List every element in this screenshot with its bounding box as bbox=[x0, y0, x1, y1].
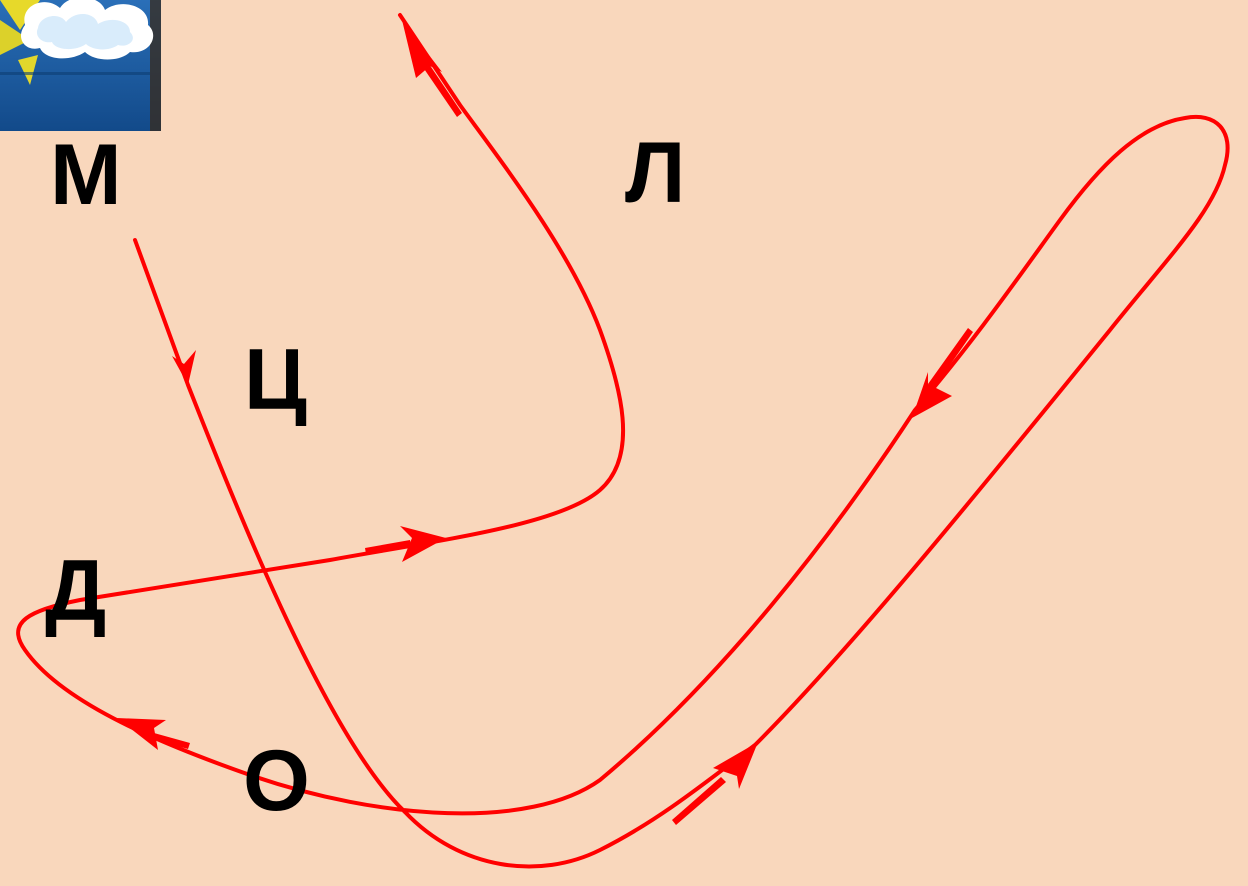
arrow-right-middle bbox=[400, 526, 446, 562]
arrow-up-top bbox=[402, 20, 442, 78]
letter-o: О bbox=[243, 733, 310, 829]
arrow-upright-bottom bbox=[713, 742, 758, 789]
photo-thumbnail bbox=[0, 0, 161, 131]
letter-l: Л bbox=[625, 125, 686, 221]
letter-ts: Ц bbox=[244, 332, 307, 428]
arrow-down-left bbox=[172, 350, 196, 385]
arrow-left-bottom bbox=[117, 718, 166, 750]
arrow-down-right-loop bbox=[912, 372, 952, 418]
route-m-to-loop bbox=[16, 13, 1230, 869]
cloud-sun-photo-icon bbox=[0, 0, 161, 131]
letter-d: Д bbox=[45, 543, 107, 639]
letter-m: М bbox=[50, 127, 122, 223]
